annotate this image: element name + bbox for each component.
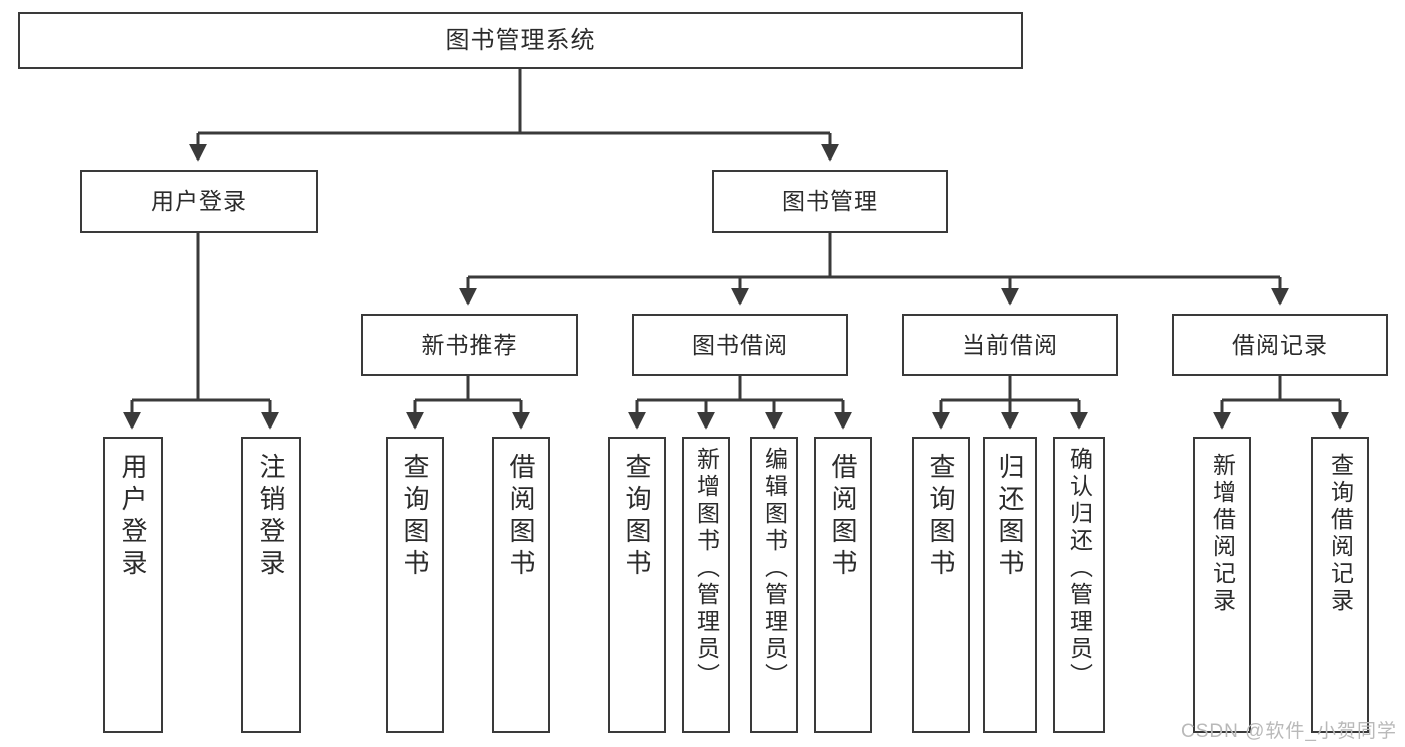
leaf-user-login[interactable]: 用户登录: [103, 437, 163, 733]
node-label: 图书管理系统: [445, 26, 596, 54]
node-root-book-management-system[interactable]: 图书管理系统: [18, 12, 1023, 69]
node-new-book-recommend[interactable]: 新书推荐: [361, 314, 578, 376]
leaf-return-book[interactable]: 归还图书: [983, 437, 1037, 733]
node-label: 确认归还（管理员）: [1066, 447, 1093, 690]
node-label: 查询图书: [622, 453, 652, 581]
leaf-query-book-current[interactable]: 查询图书: [912, 437, 970, 733]
node-user-login[interactable]: 用户登录: [80, 170, 318, 233]
node-label: 新增借阅记录: [1209, 453, 1236, 615]
node-current-borrow[interactable]: 当前借阅: [902, 314, 1118, 376]
leaf-query-book-borrow[interactable]: 查询图书: [608, 437, 666, 733]
node-label: 新增图书（管理员）: [693, 447, 720, 690]
node-label: 查询借阅记录: [1327, 453, 1354, 615]
node-label: 图书借阅: [692, 331, 788, 358]
node-label: 用户登录: [151, 188, 247, 215]
leaf-query-borrow-record[interactable]: 查询借阅记录: [1311, 437, 1369, 733]
leaf-logout[interactable]: 注销登录: [241, 437, 301, 733]
node-label: 当前借阅: [962, 331, 1058, 358]
node-label: 归还图书: [995, 453, 1025, 581]
node-label: 编辑图书（管理员）: [761, 447, 788, 690]
node-book-management[interactable]: 图书管理: [712, 170, 948, 233]
watermark: CSDN @软件_小贺同学: [1181, 721, 1397, 742]
node-label: 注销登录: [256, 453, 286, 581]
node-borrow-record[interactable]: 借阅记录: [1172, 314, 1388, 376]
node-label: 借阅图书: [828, 453, 858, 581]
leaf-add-borrow-record[interactable]: 新增借阅记录: [1193, 437, 1251, 733]
node-label: 新书推荐: [421, 331, 518, 358]
node-label: 查询图书: [926, 453, 956, 581]
leaf-borrow-book[interactable]: 借阅图书: [814, 437, 872, 733]
node-label: 图书管理: [782, 188, 878, 215]
leaf-edit-book[interactable]: 编辑图书（管理员）: [750, 437, 798, 733]
node-label: 借阅记录: [1232, 331, 1328, 358]
leaf-confirm-return[interactable]: 确认归还（管理员）: [1053, 437, 1105, 733]
node-label: 借阅图书: [506, 453, 536, 581]
node-label: 用户登录: [118, 453, 148, 581]
node-label: 查询图书: [400, 453, 430, 581]
node-book-borrow[interactable]: 图书借阅: [632, 314, 848, 376]
leaf-query-book-recommend[interactable]: 查询图书: [386, 437, 444, 733]
leaf-borrow-book-recommend[interactable]: 借阅图书: [492, 437, 550, 733]
leaf-add-book[interactable]: 新增图书（管理员）: [682, 437, 730, 733]
